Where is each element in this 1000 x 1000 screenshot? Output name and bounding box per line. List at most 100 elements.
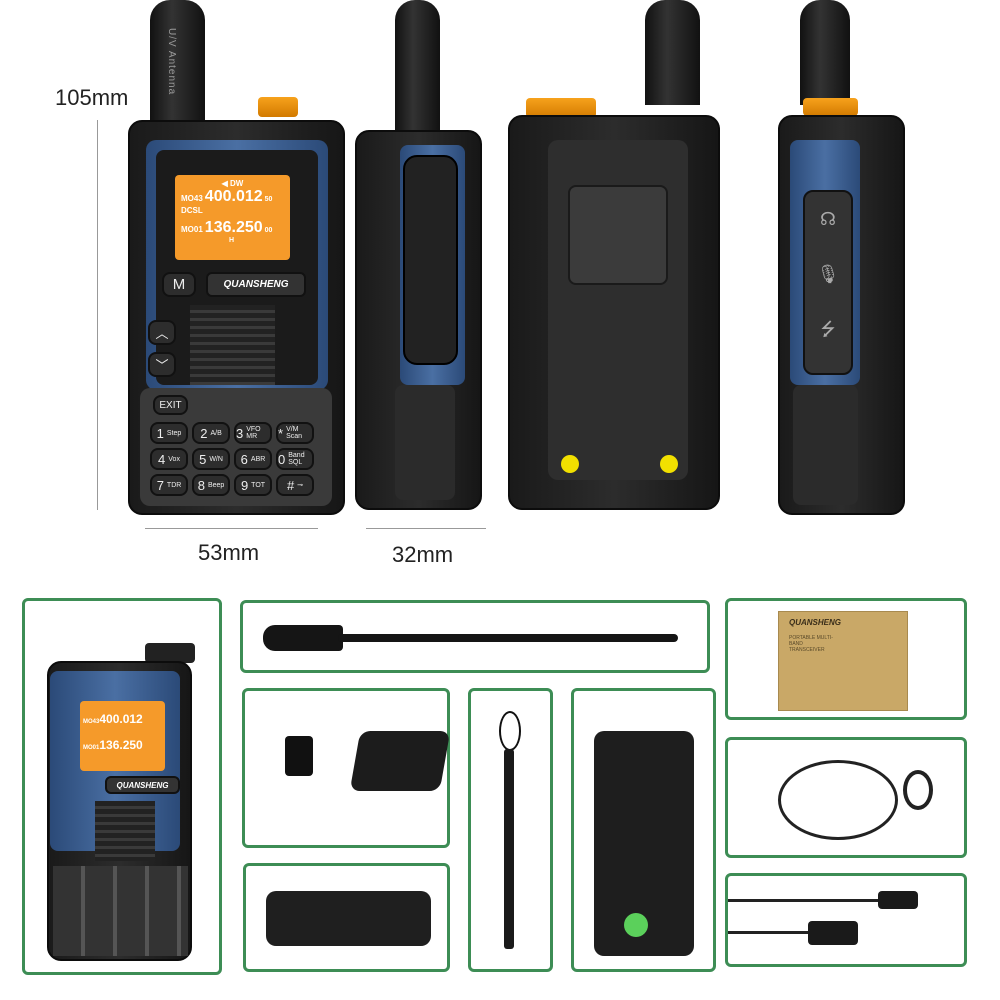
belt-clip [568, 185, 668, 285]
key-digit: 5 [199, 451, 207, 467]
speaker-grille [95, 801, 155, 861]
battery-side [395, 385, 455, 500]
width-label: 53mm [198, 540, 260, 565]
panel-lanyard [468, 688, 553, 972]
charging-cradle [349, 731, 451, 791]
key-digit: 1 [156, 425, 164, 441]
ptt-button[interactable] [403, 155, 458, 365]
key-digit: # [286, 477, 295, 493]
down-button[interactable]: ﹀ [148, 352, 176, 377]
panel-box: QUANSHENG PORTABLE MULTI-BAND TRANSCEIVE… [725, 598, 967, 720]
height-label: 105mm [55, 85, 129, 110]
key-function: Beep [207, 481, 225, 489]
depth-line [366, 528, 486, 529]
key-function: Step [166, 429, 182, 437]
antenna-base [263, 625, 343, 651]
usb-c-connector [878, 891, 918, 909]
microphone-icon: 🎙︎ [816, 264, 840, 284]
antenna [395, 0, 440, 135]
accessory-port-cover[interactable]: ☊🎙︎⭍ [803, 190, 853, 375]
key-function: ⊸ [297, 482, 304, 489]
panel-charger [242, 688, 451, 848]
usb-icon: ⭍ [820, 319, 836, 339]
earpiece-cable [778, 760, 898, 840]
key-function: VFO MR [246, 426, 261, 440]
panel-battery [571, 688, 716, 972]
panel-belt-clip [243, 863, 450, 972]
screen-channel-2: MO01 [83, 745, 100, 751]
panel-usb-cable [725, 873, 967, 967]
key-function: W/N [209, 455, 223, 463]
screen-channel-2: MO01 [181, 225, 203, 234]
key-digit: 7 [156, 477, 164, 493]
keypad [53, 866, 188, 956]
key-digit: * [278, 425, 284, 441]
box-brand: QUANSHENG [789, 618, 842, 627]
height-line [97, 120, 98, 510]
screen-tone: DCSL [181, 206, 203, 215]
volume-knob [258, 97, 298, 117]
key-function: TOT [251, 481, 266, 489]
radio-back-view [508, 0, 723, 515]
panel-antenna [240, 600, 710, 673]
usb-a-connector [808, 921, 858, 945]
box-subtitle: PORTABLE MULTI-BAND TRANSCEIVER [789, 635, 833, 653]
exit-button[interactable]: EXIT [153, 395, 188, 415]
speaker-grille [190, 305, 275, 385]
antenna [150, 0, 205, 130]
antenna-whip [338, 634, 678, 642]
display-screen: MO43400.012 MO01136.250 [80, 701, 165, 771]
key-digit: 6 [240, 451, 248, 467]
antenna-label: U/V Antenna [166, 28, 177, 96]
menu-button[interactable]: M [162, 272, 196, 297]
key-digit: 2 [200, 425, 208, 441]
volume-knob [526, 98, 596, 118]
screen-frequency-2: 136.250 [99, 738, 143, 752]
radio-side-view-right: ☊🎙︎⭍ [778, 0, 908, 518]
ear-hook [903, 770, 933, 810]
belt-clip [266, 891, 431, 946]
wrist-strap [504, 749, 514, 949]
keypad-key[interactable]: #⊸ [276, 474, 314, 496]
depth-label: 32mm [392, 542, 454, 567]
screen-sub-2: 00 [264, 227, 273, 234]
screen-frequency-2: 136.250 [204, 219, 263, 236]
key-function: V/M Scan [286, 426, 303, 440]
key-function: ABR [250, 455, 266, 463]
radio-side-view-left [355, 0, 485, 515]
charge-contact [660, 455, 678, 473]
keypad-key[interactable]: *V/M Scan [276, 422, 314, 444]
brand-plate: QUANSHENG [105, 776, 180, 794]
screen-mode: ◀ DW [221, 179, 244, 188]
key-digit: 3 [236, 425, 244, 441]
screen-channel-1: MO43 [83, 719, 100, 725]
up-button[interactable]: ︿ [148, 320, 176, 345]
packaging-box: QUANSHENG PORTABLE MULTI-BAND TRANSCEIVE… [778, 611, 908, 711]
key-digit: 0 [278, 451, 286, 467]
brand-plate: QUANSHENG [206, 272, 306, 297]
charge-contact [561, 455, 579, 473]
antenna [800, 0, 850, 105]
power-plug [285, 736, 313, 776]
screen-channel-1: MO43 [181, 194, 203, 203]
key-function: A/B [210, 429, 222, 437]
panel-earpiece [725, 737, 967, 858]
screen-sub-1: 50 [264, 196, 273, 203]
volume-knob [803, 98, 858, 116]
key-digit: 8 [197, 477, 205, 493]
panel-radio: MO43400.012 MO01136.250 QUANSHENG [22, 598, 222, 975]
key-digit: 4 [158, 451, 166, 467]
screen-power: H [229, 237, 235, 244]
